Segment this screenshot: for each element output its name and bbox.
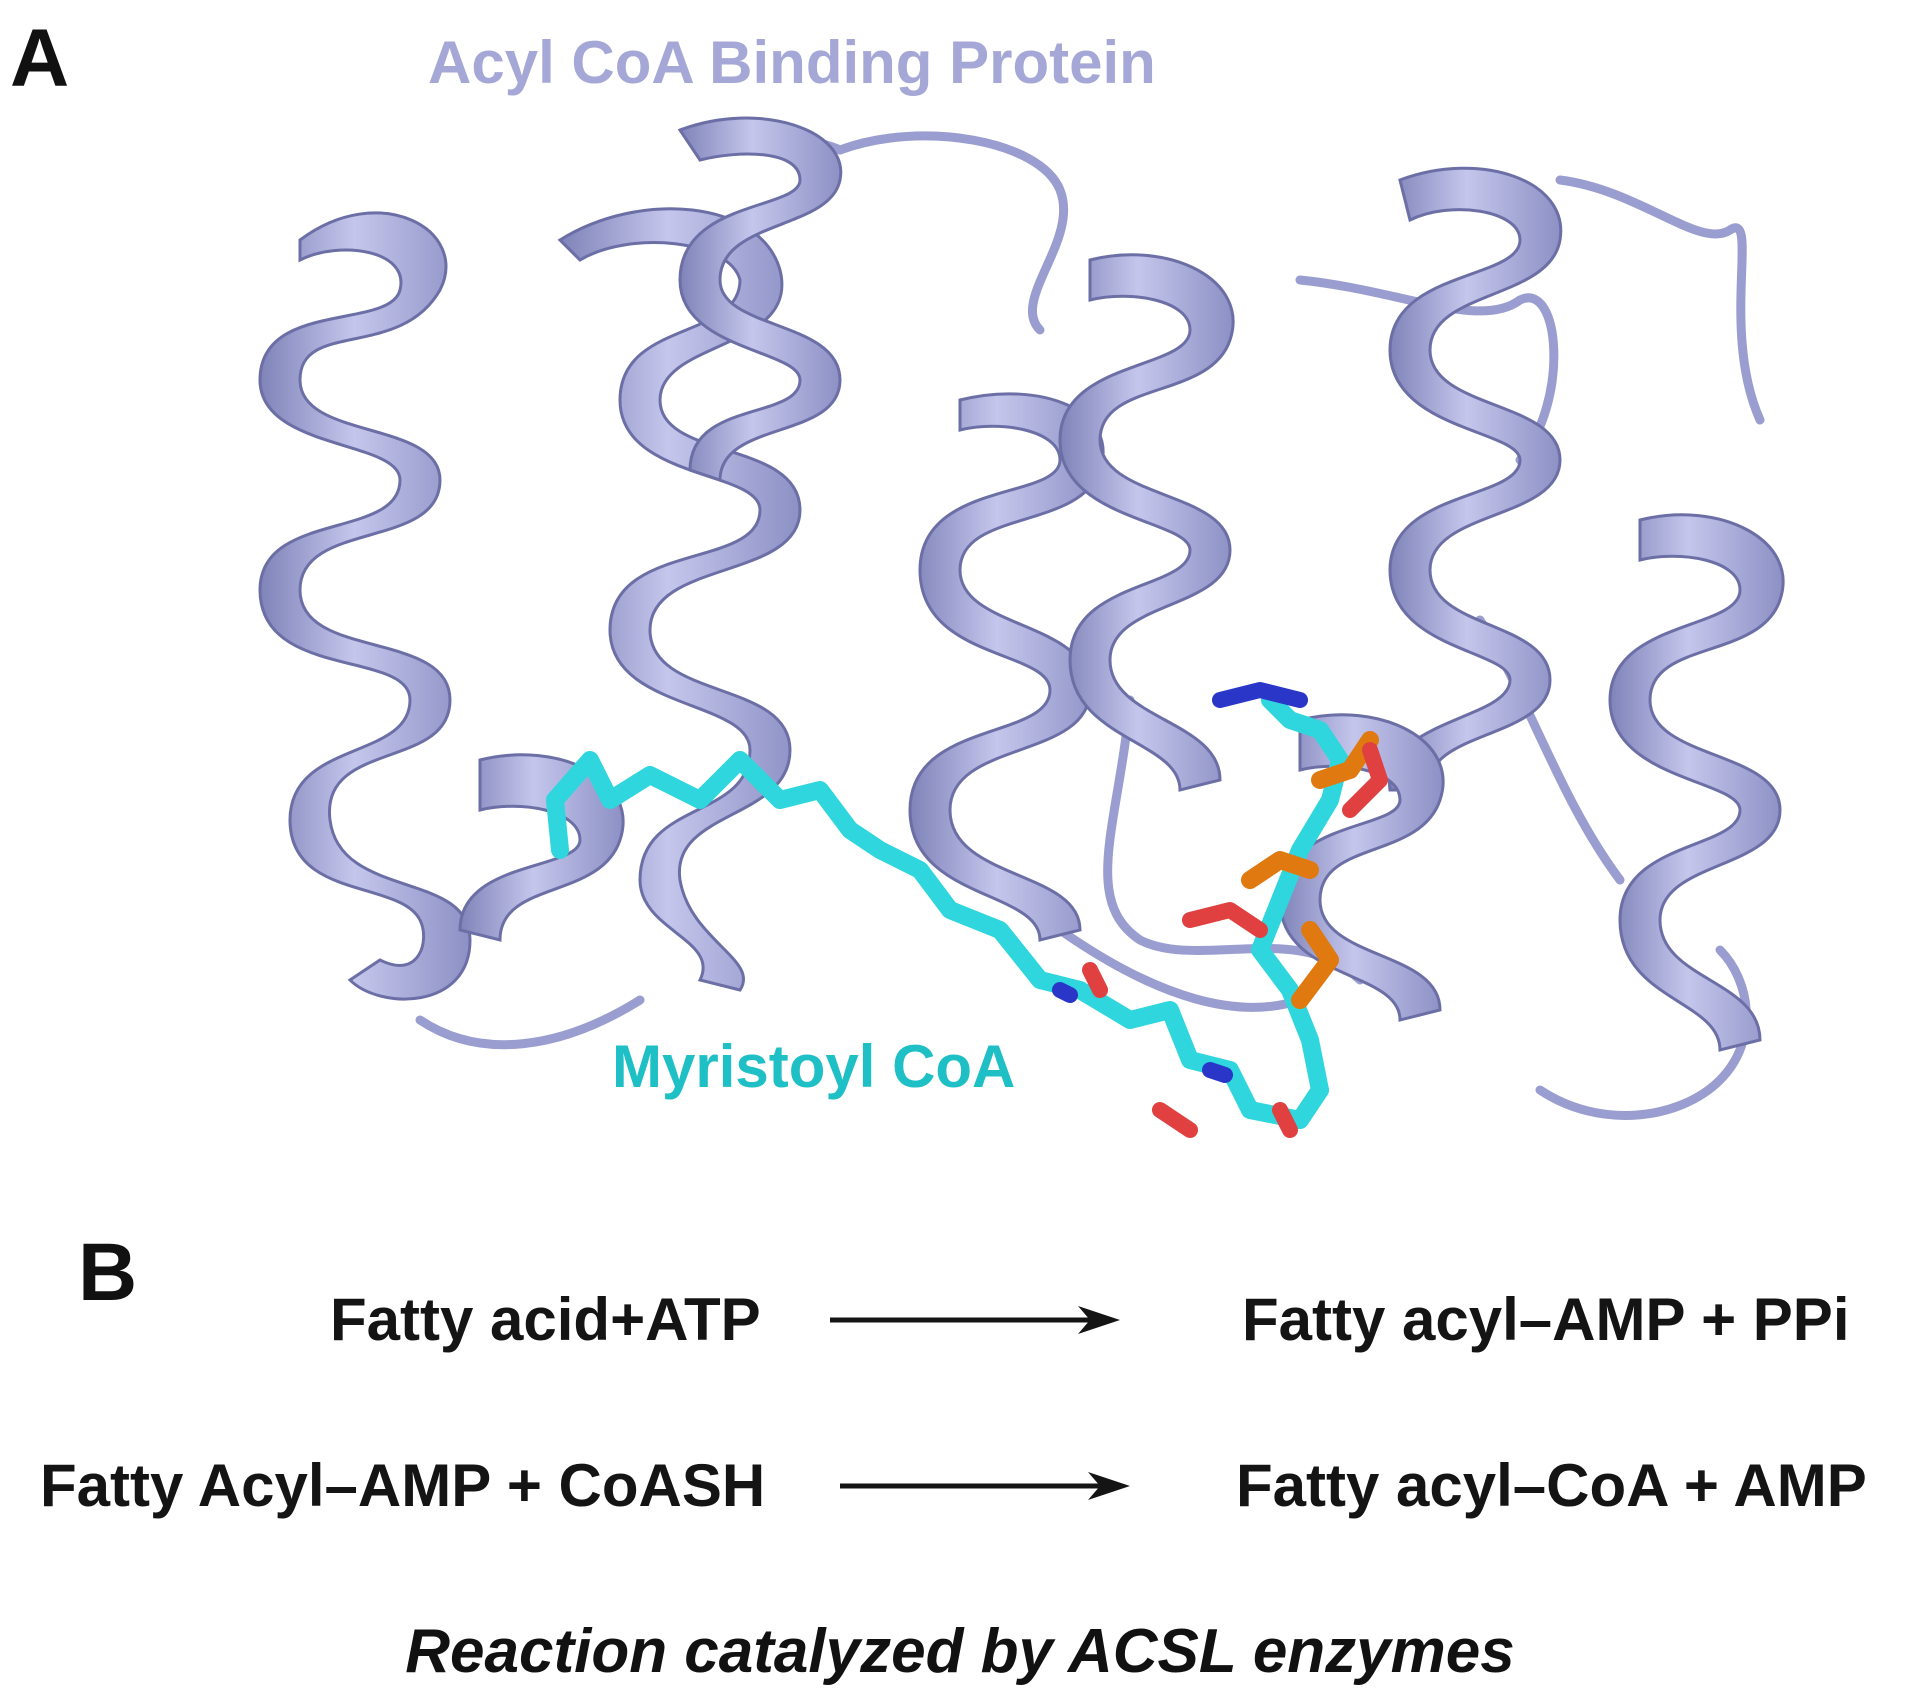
reaction-1-reactants: Fatty acid+ATP: [330, 1286, 761, 1353]
alpha-helix-5: [1058, 253, 1235, 792]
reaction-1-products: Fatty acyl–AMP + PPi: [1242, 1286, 1850, 1353]
myristoyl-coa-ligand: [546, 682, 1388, 1138]
alpha-helix-7: [1608, 513, 1785, 1052]
protein-label: Acyl CoA Binding Protein: [428, 29, 1156, 96]
panel-b-letter: B: [78, 1227, 138, 1318]
protein-loops: [415, 131, 1765, 1120]
alpha-helix-6: [1388, 166, 1563, 792]
reaction-2-reactants: Fatty Acyl–AMP + CoASH: [40, 1452, 766, 1519]
figure-caption: Reaction catalyzed by ACSL enzymes: [405, 1617, 1515, 1686]
ligand-label: Myristoyl CoA: [612, 1033, 1016, 1100]
reaction-1-arrow: [830, 1306, 1120, 1334]
reaction-2-products: Fatty acyl–CoA + AMP: [1236, 1452, 1867, 1519]
pantetheine-arm: [1071, 981, 1329, 1129]
alpha-helix-3: [677, 116, 843, 483]
alpha-helix-1: [258, 211, 472, 1001]
panel-a-letter: A: [10, 13, 70, 104]
reaction-2-arrow: [840, 1472, 1130, 1500]
acyl-chain: [546, 751, 1089, 999]
protein-structure-illustration: [258, 116, 1785, 1138]
alpha-helix-2: [557, 207, 802, 992]
alpha-helix-4: [908, 392, 1105, 942]
